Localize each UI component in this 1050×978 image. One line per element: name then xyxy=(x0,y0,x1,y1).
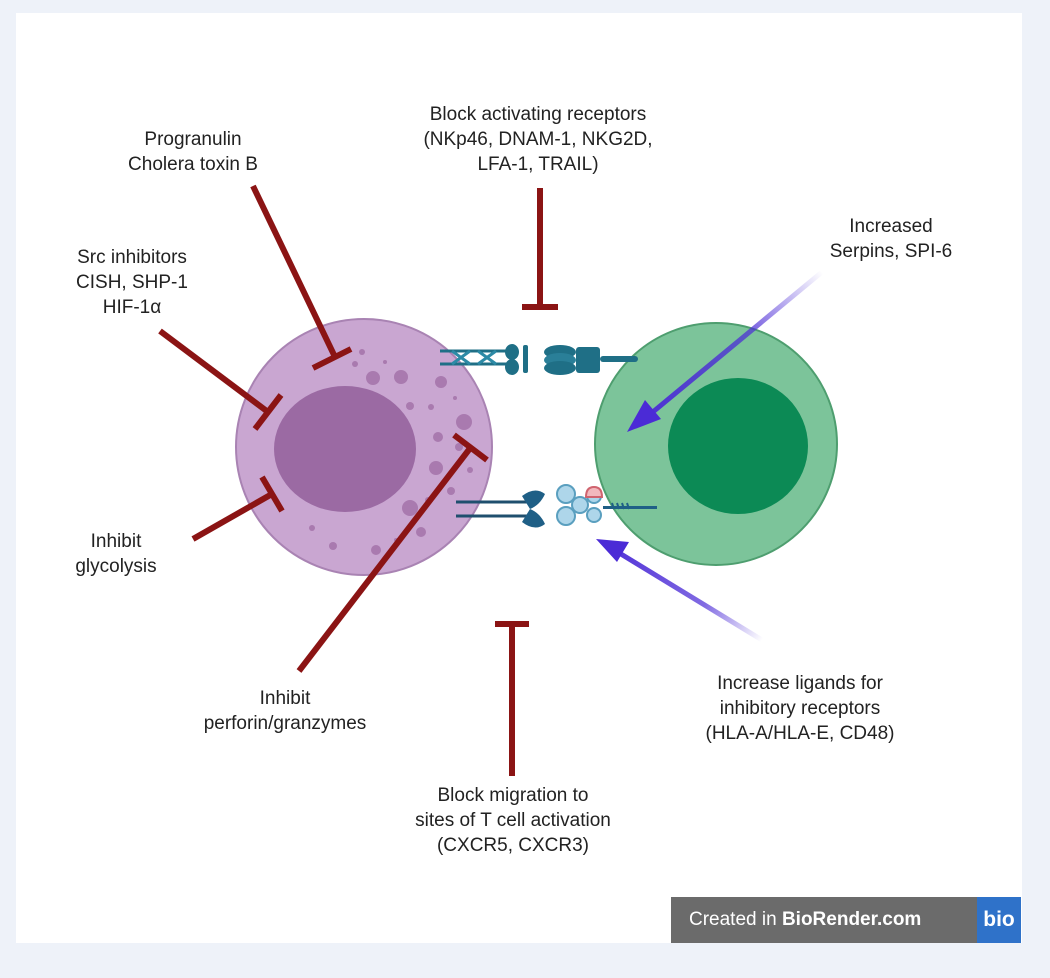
target-cell xyxy=(594,322,838,566)
nk-cell xyxy=(235,318,493,576)
cytotoxic-granules xyxy=(309,349,473,555)
inhibit-src-marker xyxy=(158,328,284,431)
figure-card xyxy=(16,13,1022,943)
badge-prefix: Created in xyxy=(689,909,782,930)
inhibit-perforin-marker xyxy=(296,432,489,673)
inhibit-progranulin-marker xyxy=(250,184,353,371)
nk-cell-nucleus xyxy=(274,386,416,512)
inhibit-migration-marker xyxy=(495,621,529,776)
badge-text: Created in BioRender.com xyxy=(671,909,977,931)
biorender-badge[interactable]: Created in BioRender.com bio xyxy=(671,897,1021,943)
increase-ligands-arrow xyxy=(596,539,764,643)
biorender-logo-icon: bio xyxy=(977,897,1021,943)
badge-brand: BioRender.com xyxy=(781,909,922,930)
label-block-activating-receptors: Block activating receptors(NKp46, DNAM-1… xyxy=(423,104,653,175)
target-cell-nucleus xyxy=(668,378,808,514)
increase-serpins-arrow xyxy=(627,270,824,432)
inhibit-activating-receptors-marker xyxy=(522,188,558,310)
activating-receptor-pair xyxy=(440,344,638,375)
inhibitory-receptor-pair xyxy=(456,484,657,528)
inhibit-glycolysis-marker xyxy=(191,475,285,542)
